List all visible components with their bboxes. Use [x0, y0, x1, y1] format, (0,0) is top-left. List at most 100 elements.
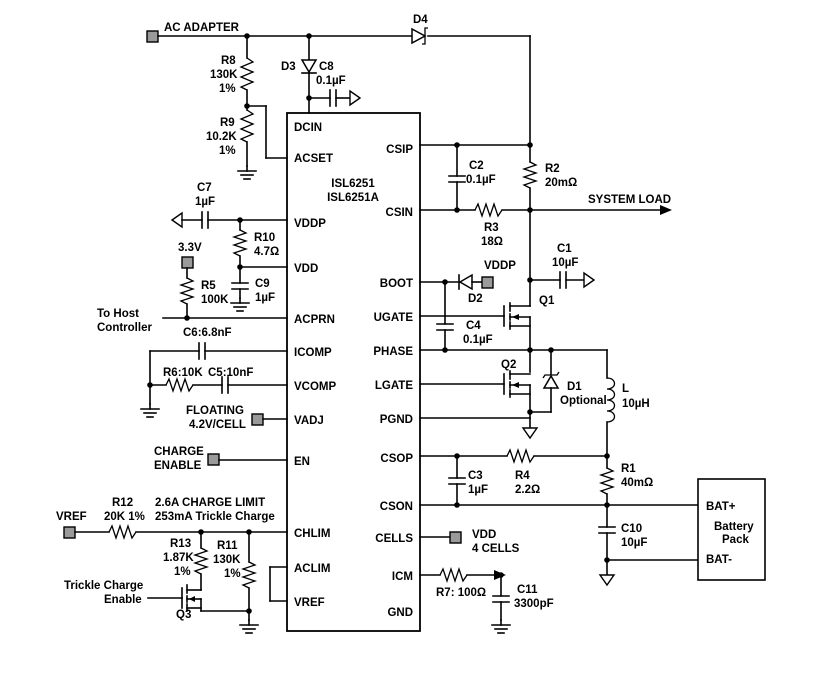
c2-value: 0.1µF	[466, 174, 496, 186]
d2-label: D2	[468, 293, 483, 305]
d3-label: D3	[281, 61, 296, 73]
diode-d4: D4	[411, 14, 428, 45]
pin-boot: BOOT	[380, 278, 413, 290]
battery-label-1: Battery	[714, 521, 754, 533]
c7-label: C7	[197, 182, 212, 194]
pin-vdd: VDD	[294, 263, 318, 275]
r13-label: R13	[170, 538, 191, 550]
trickle-label: 253mA Trickle Charge	[155, 511, 275, 523]
l-value: 10µH	[622, 398, 650, 410]
r5-value: 100K	[201, 294, 229, 306]
cells-terminal	[449, 531, 462, 544]
r11-label: R11	[217, 540, 238, 552]
pin-chlim: CHLIM	[294, 528, 330, 540]
pin-csip: CSIP	[386, 144, 413, 156]
resistor-r1: R1 40mΩ	[598, 455, 653, 506]
pin-vcomp: VCOMP	[294, 381, 337, 393]
r1-value: 40mΩ	[621, 477, 653, 489]
pin-dcin: DCIN	[294, 122, 322, 134]
r13-value: 1.87K	[163, 552, 194, 564]
vdd-cells-label: VDD	[472, 529, 496, 541]
en-terminal	[207, 453, 220, 466]
r5-label: R5	[201, 280, 216, 292]
c3-label: C3	[468, 470, 483, 482]
r3-value: 18Ω	[481, 236, 503, 248]
resistor-r10: R10 4.7Ω	[231, 219, 279, 268]
pin-vddp: VDDP	[294, 218, 326, 230]
vadj-terminal	[251, 413, 264, 426]
transistor-q2: Q2	[419, 359, 539, 440]
d4-label: D4	[413, 14, 428, 26]
resistor-r4: R4 2.2Ω	[506, 447, 608, 496]
l-label: L	[622, 383, 629, 395]
c4-value: 0.1µF	[463, 334, 493, 346]
pin-cells: CELLS	[375, 533, 413, 545]
r10-value: 4.7Ω	[254, 246, 279, 258]
diode-d2: VDDP D2	[419, 260, 516, 305]
r10-label: R10	[254, 232, 275, 244]
r13-tol: 1%	[174, 566, 191, 578]
pin-acprn: ACPRN	[294, 314, 335, 326]
v33-label: 3.3V	[178, 242, 202, 254]
resistor-r7: R7: 100Ω	[419, 566, 506, 599]
r8-value: 130K	[210, 69, 238, 81]
battery-pack: BAT+ Battery Pack BAT-	[697, 478, 766, 581]
d1-label: D1	[567, 381, 582, 393]
capacitor-c3: C3 1µF	[448, 455, 488, 506]
r3-label: R3	[484, 222, 499, 234]
rc-network-r6-c5: R6:10K C5:10nF	[147, 367, 288, 394]
controller-label: Controller	[97, 322, 152, 334]
c11-value: 3300pF	[514, 598, 554, 610]
c1-value: 10µF	[552, 257, 578, 269]
bat-minus-label: BAT-	[706, 554, 732, 566]
c10-label: C10	[621, 523, 642, 535]
cells-terminal-group: VDD 4 CELLS	[419, 529, 520, 555]
to-host-label: To Host	[97, 308, 139, 320]
trickle-enable-label-2: Enable	[104, 594, 142, 606]
vddp-label: VDDP	[484, 260, 516, 272]
diode-d1: D1 Optional	[529, 349, 607, 413]
pin-en: EN	[294, 456, 310, 468]
pin-pgnd: PGND	[380, 414, 413, 426]
pin-lgate: LGATE	[375, 380, 413, 392]
resistor-r8: R8 130K 1%	[210, 35, 255, 111]
resistor-r5: 3.3V R5 100K	[178, 242, 229, 319]
r7-label: R7: 100Ω	[436, 587, 486, 599]
vadj-terminal-group: FLOATING 4.2V/CELL	[186, 405, 288, 431]
v33-terminal	[181, 256, 194, 269]
ic-body	[286, 112, 421, 632]
floating-label: FLOATING	[186, 405, 244, 417]
ic-name-2: ISL6251A	[327, 192, 379, 204]
capacitor-c7: C7 1µF	[170, 182, 288, 229]
c2-label: C2	[469, 160, 484, 172]
pin-csop: CSOP	[380, 453, 413, 465]
c8-label: C8	[319, 61, 334, 73]
ac-adapter-terminal	[146, 30, 159, 43]
q1-label: Q1	[539, 295, 555, 307]
capacitor-c10: C10 10µF	[598, 504, 647, 587]
resistor-r11: R11 130K 1%	[213, 531, 259, 634]
ac-adapter-label: AC ADAPTER	[164, 22, 240, 34]
q2-label: Q2	[501, 359, 516, 371]
c9-label: C9	[255, 278, 270, 290]
bat-plus-label: BAT+	[706, 501, 736, 513]
floating-value: 4.2V/CELL	[189, 419, 246, 431]
c7-value: 1µF	[195, 196, 215, 208]
charge-limit-label: 2.6A CHARGE LIMIT	[155, 497, 265, 509]
resistor-r13: R13 1.87K 1%	[163, 531, 210, 591]
r2-label: R2	[545, 163, 560, 175]
c6-label: C6:6.8nF	[183, 327, 232, 339]
r9-label: R9	[220, 117, 235, 129]
vref-label: VREF	[56, 511, 87, 523]
trickle-enable-label-1: Trickle Charge	[64, 580, 143, 592]
r4-label: R4	[515, 470, 530, 482]
en-terminal-group: CHARGE ENABLE	[154, 446, 288, 472]
r8-label: R8	[221, 55, 236, 67]
ic-name-1: ISL6251	[331, 178, 375, 190]
transistor-q1: Q1	[419, 295, 555, 351]
capacitor-c1: C1 10µF	[529, 243, 596, 289]
pin-vref: VREF	[294, 597, 325, 609]
pin-vadj: VADJ	[294, 415, 324, 427]
resistor-r3: R3 18Ω	[474, 201, 531, 248]
